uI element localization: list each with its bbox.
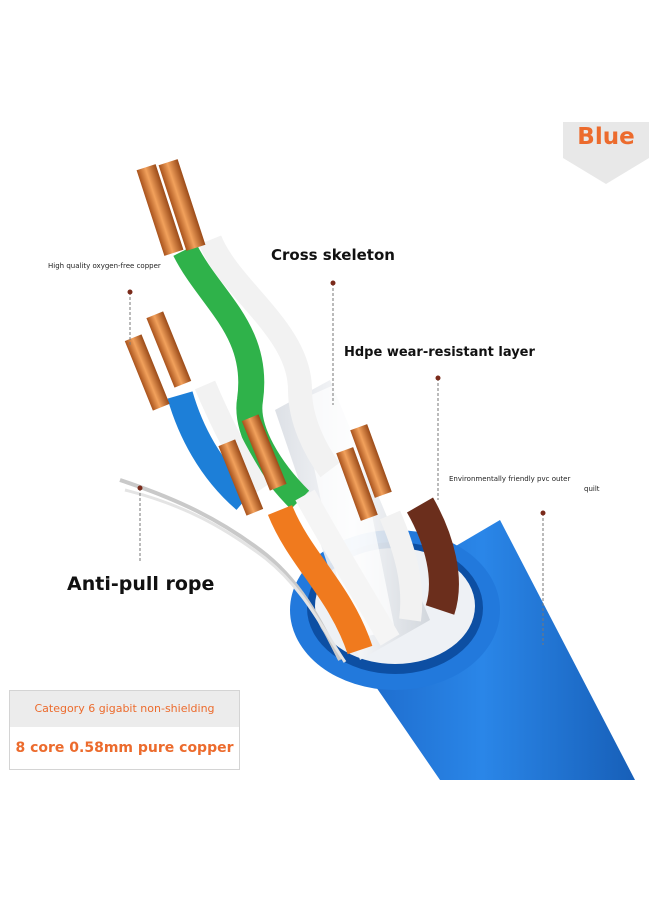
orange-pair (218, 414, 400, 655)
label-anti-pull-rope: Anti-pull rope (67, 573, 215, 595)
spec-box: Category 6 gigabit non-shielding 8 core … (9, 690, 240, 770)
color-badge: Blue (577, 124, 635, 150)
label-hdpe-layer: Hdpe wear-resistant layer (344, 345, 535, 360)
anti-pull-rope (119, 478, 347, 663)
leader-dots (127, 280, 546, 516)
label-oxygen-free-copper: High quality oxygen-free copper (48, 262, 161, 270)
spec-category: Category 6 gigabit non-shielding (10, 691, 239, 727)
spec-core: 8 core 0.58mm pure copper (15, 740, 234, 756)
label-pvc-quilt-line2: quilt (584, 485, 600, 493)
blue-pair (124, 311, 270, 510)
brown-pair (336, 424, 459, 622)
label-cross-skeleton: Cross skeleton (271, 246, 395, 264)
label-pvc-quilt-line1: Environmentally friendly pvc outer (449, 475, 571, 483)
leader-lines (129, 283, 544, 645)
badge-shape (563, 122, 649, 184)
